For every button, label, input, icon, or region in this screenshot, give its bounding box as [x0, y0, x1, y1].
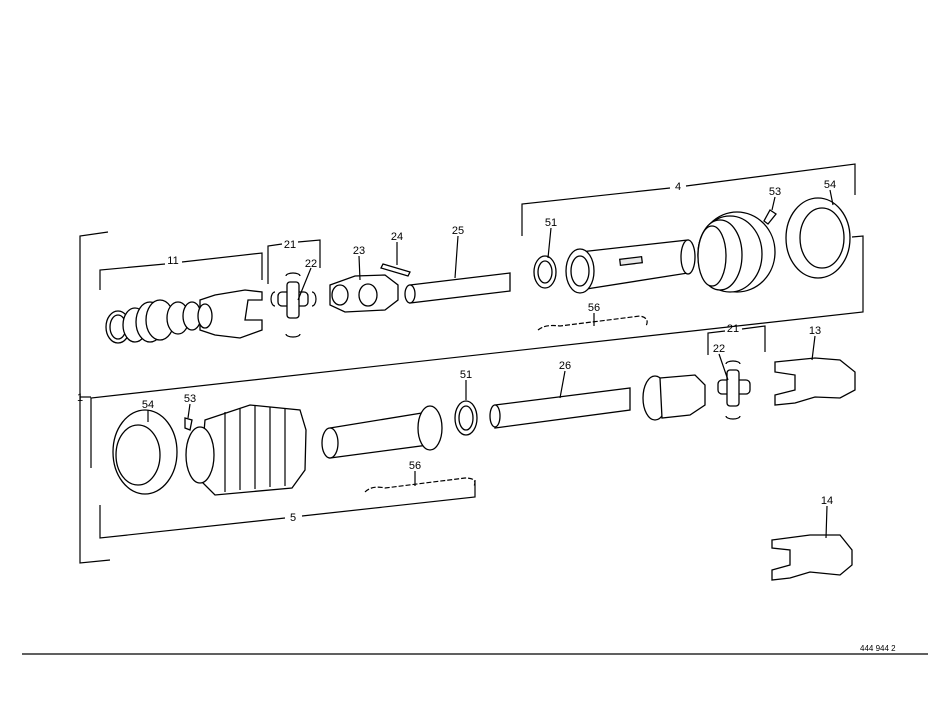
label-11: 11	[167, 255, 178, 267]
chain-56-upper	[537, 315, 648, 331]
cross-journal-22-upper	[270, 272, 317, 338]
label-25: 25	[452, 225, 464, 237]
label-56-lower: 56	[409, 460, 421, 472]
label-21-upper: 21	[284, 239, 296, 251]
label-22-upper: 22	[305, 258, 317, 270]
yoke-14	[771, 534, 853, 581]
bellows-lower	[185, 404, 307, 496]
boot-rings-11	[105, 299, 202, 344]
label-21-lower: 21	[727, 323, 739, 335]
label-23: 23	[353, 245, 365, 257]
label-51-upper: 51	[545, 217, 557, 229]
yoke-13	[774, 357, 856, 406]
pin-24	[380, 263, 411, 277]
yoke-23	[329, 274, 399, 313]
label-53-lower: 53	[184, 393, 196, 405]
label-54-upper: 54	[824, 179, 836, 191]
cross-journal-22-lower	[717, 360, 751, 420]
label-54-lower: 54	[142, 399, 154, 411]
label-13: 13	[809, 325, 821, 337]
label-56-upper: 56	[588, 302, 600, 314]
inner-tube-25	[404, 272, 511, 304]
chain-56-lower	[364, 477, 476, 493]
label-4: 4	[675, 181, 681, 193]
part-labels: 1 4 5 11 13 14 21 21 22 22 23 24 25 26 5…	[77, 179, 896, 653]
label-5: 5	[290, 512, 296, 524]
bracket-lines	[22, 163, 928, 655]
screw-53-upper	[763, 209, 777, 225]
bearing-ring-51-lower	[454, 400, 478, 436]
label-24: 24	[391, 231, 403, 243]
guard-tube-lower	[321, 405, 443, 459]
leader-lines	[147, 189, 834, 539]
cone-54-lower	[112, 409, 178, 495]
label-26: 26	[559, 360, 571, 372]
label-53-upper: 53	[769, 186, 781, 198]
guard-tube-upper	[565, 239, 696, 294]
bellows-upper	[697, 211, 776, 293]
drawing-number: 444 944 2	[860, 644, 896, 653]
outer-tube-26	[489, 374, 706, 429]
label-22-lower: 22	[713, 343, 725, 355]
label-1: 1	[77, 392, 83, 404]
label-51-lower: 51	[460, 369, 472, 381]
yoke-11	[197, 289, 263, 339]
cone-54-upper	[785, 197, 851, 279]
screw-53-lower	[184, 417, 193, 431]
label-14: 14	[821, 495, 833, 507]
bearing-ring-51-upper	[533, 255, 557, 289]
